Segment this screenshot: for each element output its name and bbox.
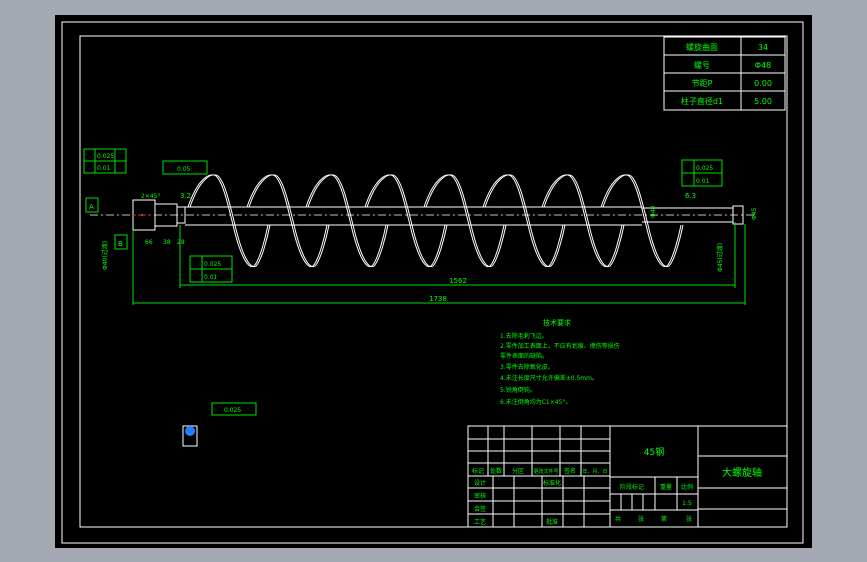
tech-line: 5.锐角倒钝。	[500, 386, 536, 394]
helix-turn	[543, 174, 625, 268]
tech-line: 6.未注倒角均为C1×45°。	[500, 398, 571, 406]
tolerance-value: 0.025	[696, 165, 713, 172]
stage-label: 阶段标记	[620, 483, 644, 491]
material: 45钢	[644, 446, 664, 458]
helix-turn	[189, 174, 271, 268]
sheet-text: 张	[638, 515, 644, 523]
roughness-value: 3.2	[180, 192, 191, 200]
weight-label: 重量	[660, 483, 672, 491]
param-label: 节距P	[692, 79, 713, 88]
datum-a: A	[89, 203, 94, 211]
process-label: 工艺	[474, 518, 486, 526]
dim-38: 38	[163, 239, 171, 246]
param-label: 螺旋曲面	[686, 42, 718, 52]
sheet-text: 张	[686, 515, 692, 523]
param-value: 34	[758, 43, 768, 52]
param-label: 螺号	[694, 60, 710, 70]
check-label: 会签	[474, 505, 486, 513]
header-cell: 更改文件号	[533, 468, 558, 475]
dim-chamfer: 2×45°	[141, 193, 160, 200]
drawing: 螺旋曲面 34 螺号 Φ48 节距P 0.00 柱子直径d1 5.00 1562…	[61, 21, 804, 544]
helix-turn	[307, 174, 389, 268]
header-cell: 年、月、日	[582, 468, 607, 475]
scale-label: 比例	[681, 483, 693, 491]
helix-turn	[187, 174, 269, 268]
header-cell: 签名	[564, 467, 576, 475]
tolerance-value: 0.01	[204, 274, 218, 281]
tech-line: 3.零件去除氧化皮。	[500, 363, 554, 371]
tolerance-value: 0.01	[696, 178, 710, 185]
technical-requirements: 技术要求 1.去除毛刺飞边。 2.零件加工表面上，不应有划痕、擦伤等损伤 零件表…	[500, 318, 620, 406]
standard-label: 标准化	[543, 479, 561, 487]
header-cell: 分区	[512, 467, 524, 475]
dim-left-dia: Φ40(过渡)	[101, 241, 109, 270]
dim-dia45: Φ45	[751, 207, 758, 220]
tolerance-value: 0.05	[177, 166, 191, 173]
helix-turn	[423, 174, 505, 268]
title-block: 45钢 大螺旋轴 标记 处数 分区 更改文件号 签名 年、月、日 设计 标准化 …	[467, 425, 788, 528]
tech-line: 2.零件加工表面上，不应有划痕、擦伤等损伤	[500, 342, 620, 350]
tech-title: 技术要求	[543, 318, 571, 327]
scale-value: 1:5	[682, 500, 692, 507]
helix-turn	[364, 174, 446, 268]
datum-b: B	[118, 240, 123, 248]
dim-28: 28	[177, 239, 185, 246]
helix-turn	[484, 174, 566, 268]
param-table: 螺旋曲面 34 螺号 Φ48 节距P 0.00 柱子直径d1 5.00	[663, 36, 786, 111]
header-cell: 处数	[490, 467, 502, 475]
section-detail: 0.025	[182, 402, 257, 447]
helix-turn	[482, 174, 564, 268]
cad-drawing-canvas[interactable]: 螺旋曲面 34 螺号 Φ48 节距P 0.00 柱子直径d1 5.00 1562…	[55, 15, 812, 548]
dim-dia48: Φ48	[650, 205, 657, 218]
tech-line: 4.未注长度尺寸允许偏差±0.5mm。	[500, 374, 598, 382]
helix-turn	[541, 174, 623, 268]
helix-turn	[305, 174, 387, 268]
param-value: Φ48	[755, 61, 771, 70]
shaft	[90, 174, 755, 268]
approve-label: 批准	[546, 518, 558, 526]
helix-turn	[248, 174, 330, 268]
tolerance-value: 0.025	[224, 407, 241, 414]
param-value: 5.00	[754, 97, 772, 106]
helix-turn	[602, 174, 684, 268]
sheet-text: 共	[615, 515, 621, 523]
inner-frame	[79, 35, 788, 528]
dim-1562: 1562	[449, 277, 467, 285]
dim-66: 66	[145, 239, 153, 246]
helix-turn	[425, 174, 507, 268]
dim-1738: 1738	[429, 295, 447, 303]
outer-border	[61, 21, 804, 544]
dimensions: 1562 1738 66 38 28 2×45° Φ48 Φ45 Φ40(过渡)…	[83, 148, 758, 305]
tolerance-value: 0.025	[97, 153, 114, 160]
header-cell: 标记	[472, 467, 484, 475]
helix-turn	[366, 174, 448, 268]
tech-line: 零件表面的缺陷。	[500, 352, 548, 360]
param-label: 柱子直径d1	[681, 96, 723, 106]
helix-turn	[246, 174, 328, 268]
helix-flight	[187, 174, 684, 268]
helix-turn	[600, 174, 682, 268]
dim-right-dia: Φ45(过渡)	[716, 243, 724, 272]
tech-line: 1.去除毛刺飞边。	[500, 332, 548, 340]
design-label: 设计	[474, 479, 486, 487]
roughness-value: 6.3	[685, 192, 696, 200]
sheet-text: 第	[661, 515, 667, 523]
review-label: 审核	[474, 492, 486, 500]
param-value: 0.00	[754, 79, 772, 88]
part-name: 大螺旋轴	[722, 466, 762, 479]
tolerance-value: 0.025	[204, 261, 221, 268]
tolerance-value: 0.01	[97, 165, 111, 172]
